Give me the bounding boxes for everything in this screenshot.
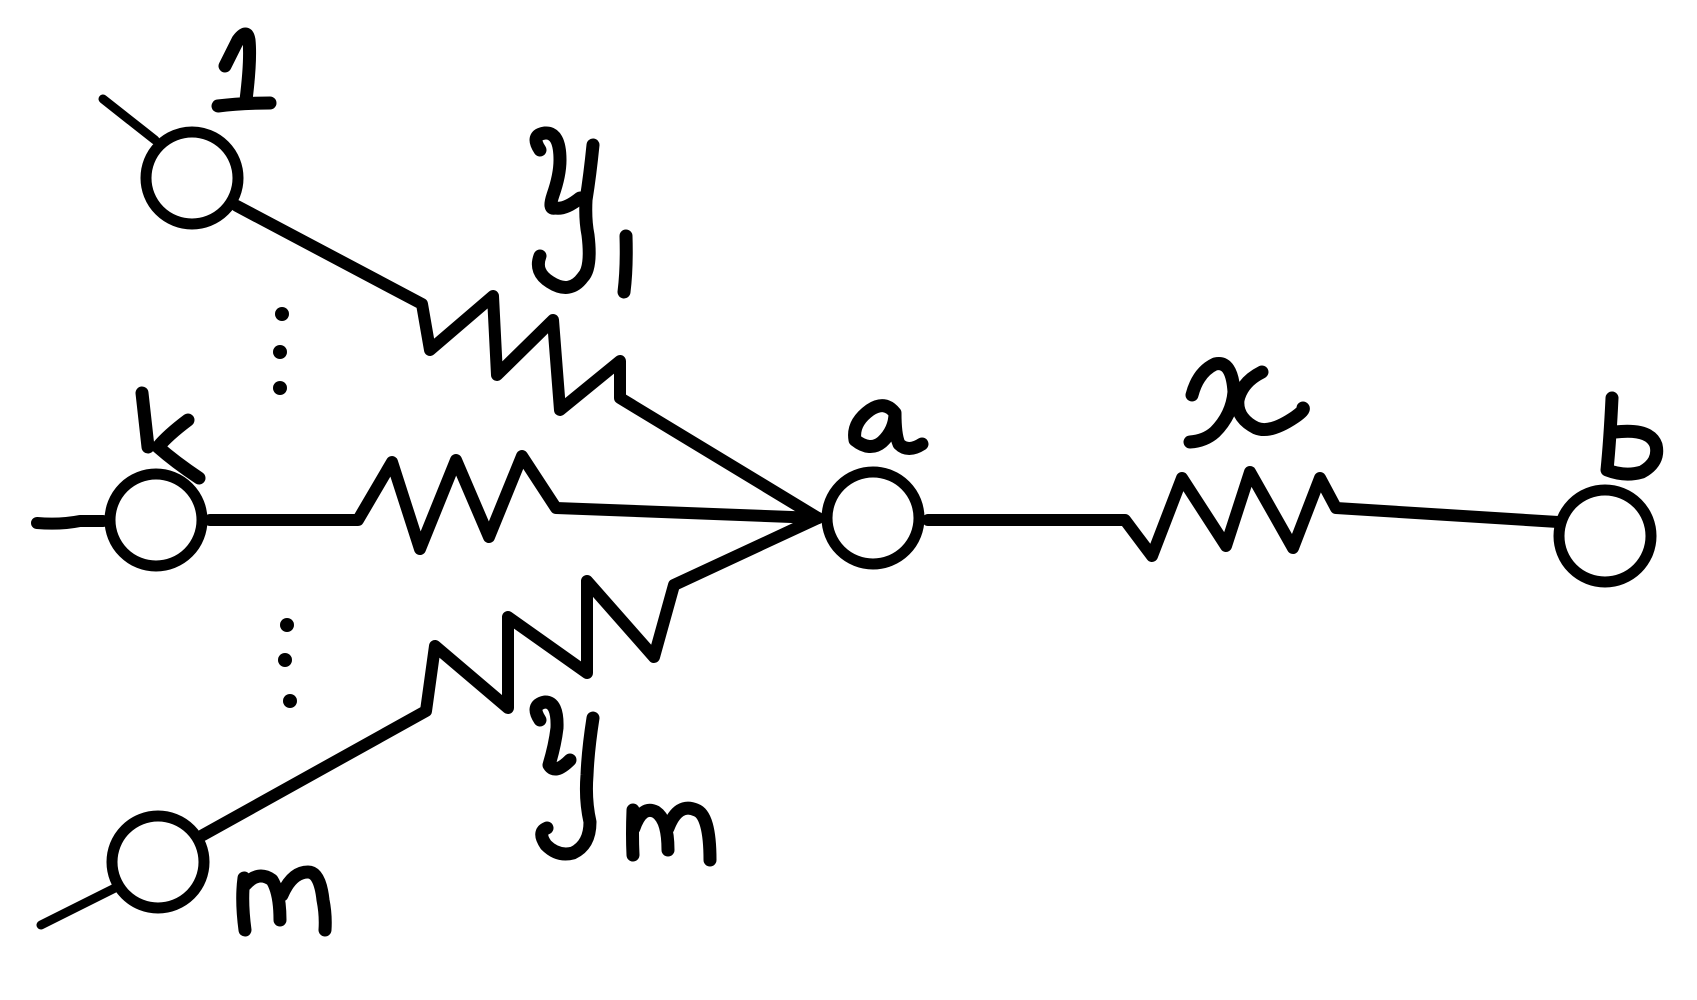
node-a [821, 466, 925, 570]
svg-text:a: a [875, 429, 876, 431]
resistor-x [922, 466, 1564, 562]
label-y1: y1 [529, 126, 633, 299]
svg-text:1: 1 [240, 79, 241, 81]
svg-text:b: b [1625, 439, 1626, 441]
node-m [106, 810, 210, 914]
svg-text:m: m [260, 899, 261, 901]
label-node-m: m [236, 865, 332, 937]
node-1 [140, 126, 244, 230]
lead-node-1 [98, 94, 160, 145]
resistor-y1 [231, 200, 824, 524]
resistor-ym [197, 512, 824, 841]
ellipsis-lower [278, 618, 297, 708]
label-node-b: b [1600, 391, 1664, 481]
label-ym: ym [529, 695, 717, 867]
resistor-k [204, 450, 824, 555]
svg-text:ym: ym [620, 799, 622, 801]
lead-node-m [36, 883, 120, 930]
node-b [1553, 484, 1657, 588]
lead-node-k [31, 515, 109, 530]
ellipsis-upper [273, 307, 289, 395]
label-node-k: k [135, 386, 206, 485]
node-k [104, 468, 208, 572]
label-x: x [1183, 357, 1310, 449]
label-node-a: a [848, 399, 929, 455]
label-node-1: 1 [211, 27, 277, 113]
